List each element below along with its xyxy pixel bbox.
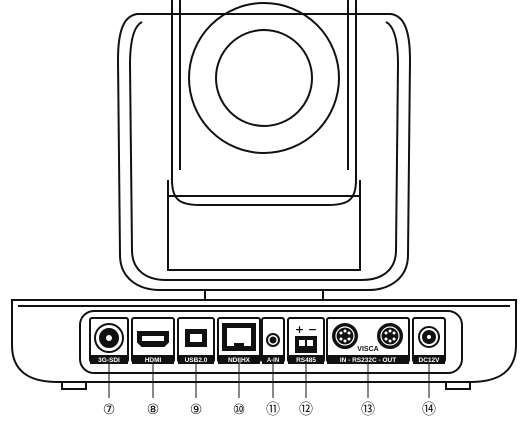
- connector-panel: [79, 310, 463, 374]
- callout-12: ⑫: [299, 402, 313, 418]
- visca-sublabel: VISCA: [357, 346, 378, 353]
- port-label-a-in: A-IN: [267, 358, 279, 364]
- callout-9: ⑨: [190, 402, 203, 418]
- lower-body: [167, 180, 361, 271]
- port-label-rs232c: IN - RS232C - OUT: [340, 357, 396, 364]
- port-labels: 3G-SDI HDMI USB2.0 NDI|HX A-IN RS485 IN …: [98, 357, 440, 364]
- lens-housing: [171, 0, 357, 206]
- yoke-outer: [116, 13, 412, 291]
- callout-8: ⑧: [147, 402, 160, 418]
- bnc-connector-icon: [89, 317, 129, 363]
- camera-head: [116, 0, 412, 301]
- rj45-port-icon: [217, 317, 261, 363]
- port-label-usb: USB2.0: [185, 357, 208, 364]
- lens-outer-ring: [188, 2, 340, 154]
- port-label-3g-sdi: 3G-SDI: [98, 357, 120, 364]
- foot-left: [61, 382, 87, 390]
- rs485-polarity-symbols: + −: [295, 323, 317, 336]
- callout-numbers: ⑦ ⑧ ⑨ ⑩ ⑪ ⑫ ⑬ ⑭: [103, 402, 436, 418]
- port-label-bars: [90, 355, 445, 364]
- port-label-rs485: RS485: [296, 357, 316, 364]
- base: [11, 299, 517, 390]
- port-label-ndi: NDI|HX: [228, 357, 251, 364]
- neck: [204, 289, 324, 301]
- foot-right: [445, 382, 471, 390]
- callout-11: ⑪: [266, 402, 280, 418]
- callout-14: ⑭: [422, 402, 436, 418]
- callout-lines: [108, 364, 430, 398]
- callout-10: ⑩: [233, 402, 246, 418]
- lens-inner-ring: [215, 29, 313, 127]
- port-label-dc12v: DC12V: [419, 357, 441, 364]
- connectors: [89, 317, 446, 363]
- yoke-inner: [128, 21, 400, 281]
- callout-7: ⑦: [103, 402, 116, 418]
- callout-13: ⑬: [361, 402, 375, 418]
- port-label-hdmi: HDMI: [145, 357, 162, 364]
